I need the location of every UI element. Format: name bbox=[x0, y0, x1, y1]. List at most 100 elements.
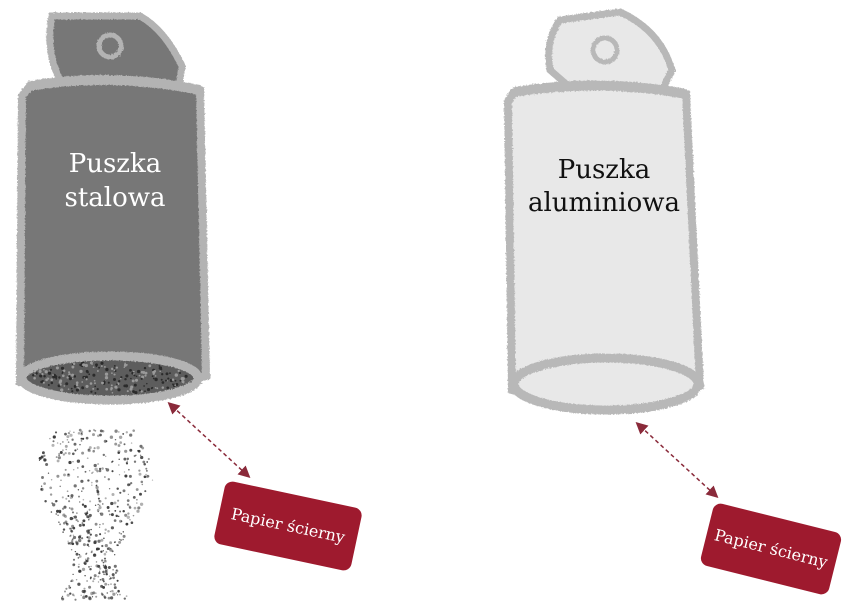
filing-speck bbox=[129, 433, 132, 436]
worn-speck bbox=[118, 380, 120, 382]
filing-speck bbox=[63, 528, 65, 530]
filing-speck bbox=[69, 507, 71, 509]
filing-speck bbox=[95, 505, 96, 506]
worn-speck bbox=[174, 384, 176, 386]
filing-speck bbox=[76, 542, 79, 545]
filing-speck bbox=[119, 511, 121, 513]
filing-speck bbox=[97, 504, 99, 506]
filing-speck bbox=[108, 597, 111, 600]
filing-speck bbox=[93, 577, 96, 580]
filing-speck bbox=[133, 496, 136, 499]
filing-speck bbox=[93, 554, 96, 557]
filing-speck bbox=[95, 523, 98, 526]
filing-speck bbox=[148, 458, 150, 460]
filing-speck bbox=[132, 429, 135, 432]
filing-speck bbox=[68, 432, 70, 434]
filing-speck bbox=[109, 576, 110, 577]
arrow-left bbox=[172, 406, 246, 474]
worn-speck bbox=[135, 379, 138, 382]
filing-speck bbox=[97, 576, 99, 578]
filing-speck bbox=[83, 543, 86, 546]
filing-speck bbox=[122, 539, 124, 541]
worn-speck bbox=[125, 374, 128, 377]
filing-speck bbox=[97, 435, 100, 438]
worn-speck bbox=[32, 374, 34, 376]
filing-speck bbox=[114, 583, 116, 585]
worn-speck bbox=[98, 367, 100, 369]
filing-speck bbox=[105, 468, 107, 470]
filing-speck bbox=[87, 557, 90, 560]
filing-speck bbox=[102, 571, 105, 574]
filing-speck bbox=[73, 536, 76, 539]
worn-speck bbox=[178, 370, 180, 372]
worn-speck bbox=[59, 379, 62, 382]
filing-speck bbox=[67, 490, 69, 492]
filing-speck bbox=[134, 507, 137, 510]
worn-speck bbox=[82, 387, 84, 389]
filing-speck bbox=[69, 542, 72, 545]
filing-speck bbox=[110, 596, 113, 599]
worn-speck bbox=[73, 363, 75, 365]
worn-speck bbox=[48, 372, 51, 375]
worn-speck bbox=[85, 364, 88, 367]
worn-speck bbox=[86, 370, 89, 373]
filing-speck bbox=[65, 449, 66, 450]
filing-speck bbox=[111, 526, 114, 529]
filing-speck bbox=[89, 500, 91, 502]
worn-speck bbox=[162, 381, 165, 384]
filing-speck bbox=[51, 479, 52, 480]
filing-speck bbox=[104, 532, 105, 533]
filing-speck bbox=[102, 586, 105, 589]
sandpaper-left: Papier ścierny bbox=[213, 480, 363, 572]
filing-speck bbox=[116, 487, 118, 489]
filing-speck bbox=[119, 436, 122, 439]
filing-speck bbox=[41, 476, 44, 479]
worn-speck bbox=[43, 369, 45, 371]
worn-speck bbox=[130, 386, 133, 389]
filing-speck bbox=[90, 533, 92, 535]
filing-speck bbox=[134, 461, 136, 463]
filing-speck bbox=[103, 595, 105, 597]
filing-speck bbox=[53, 435, 56, 438]
filing-speck bbox=[92, 591, 95, 594]
filing-speck bbox=[48, 473, 49, 474]
worn-speck bbox=[76, 381, 79, 384]
filing-speck bbox=[102, 503, 103, 504]
filing-speck bbox=[80, 480, 83, 483]
filing-speck bbox=[45, 463, 48, 466]
filing-speck bbox=[68, 461, 71, 464]
filing-speck bbox=[111, 590, 114, 593]
worn-speck bbox=[35, 372, 37, 374]
worn-speck bbox=[148, 364, 151, 367]
filing-speck bbox=[70, 535, 71, 536]
filing-speck bbox=[104, 553, 107, 556]
worn-speck bbox=[124, 378, 126, 380]
filing-speck bbox=[94, 541, 97, 544]
filing-speck bbox=[108, 584, 110, 586]
filing-speck bbox=[87, 536, 90, 539]
filing-speck bbox=[86, 530, 89, 533]
worn-speck bbox=[144, 390, 146, 392]
worn-speck bbox=[71, 366, 74, 369]
worn-speck bbox=[152, 371, 155, 374]
worn-speck bbox=[169, 372, 171, 374]
filing-speck bbox=[62, 531, 64, 533]
worn-speck bbox=[185, 375, 188, 378]
filing-speck bbox=[104, 583, 107, 586]
filing-speck bbox=[63, 473, 66, 476]
worn-speck bbox=[179, 372, 181, 374]
worn-speck bbox=[166, 372, 169, 375]
worn-speck bbox=[85, 378, 87, 380]
filing-speck bbox=[99, 505, 100, 506]
filing-speck bbox=[94, 464, 97, 467]
filing-speck bbox=[62, 496, 64, 498]
filing-speck bbox=[117, 544, 119, 546]
worn-speck bbox=[101, 381, 104, 384]
filing-speck bbox=[60, 443, 62, 445]
filing-speck bbox=[104, 558, 106, 560]
filing-speck bbox=[95, 592, 96, 593]
filing-speck bbox=[74, 599, 76, 601]
filing-speck bbox=[99, 571, 100, 572]
filing-speck bbox=[112, 593, 115, 596]
filing-speck bbox=[110, 436, 113, 439]
